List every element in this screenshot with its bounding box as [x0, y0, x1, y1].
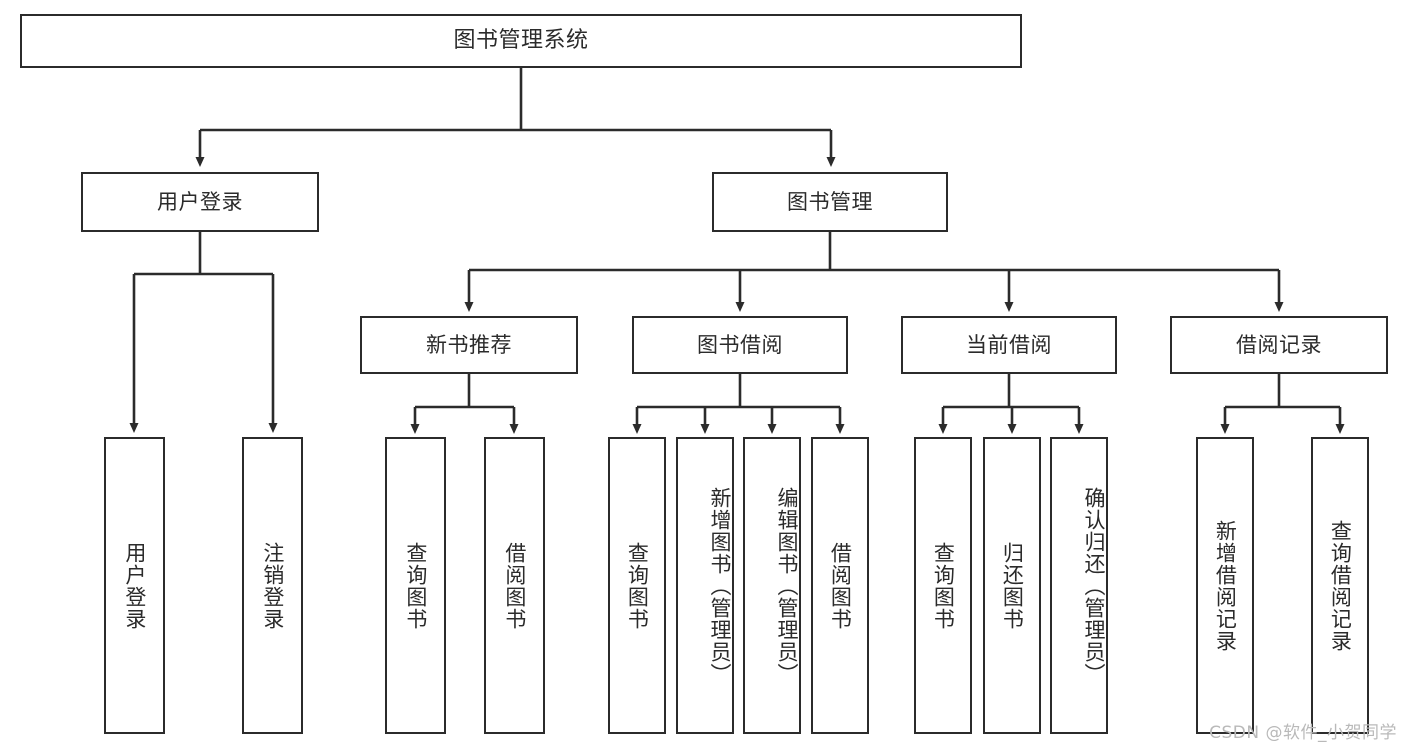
- leaf-rec-add-record[interactable]: 新增借阅记录: [1196, 437, 1254, 734]
- leaf-cur-query-book[interactable]: 查询图书: [914, 437, 972, 734]
- node-new-book-recommend[interactable]: 新书推荐: [360, 316, 578, 374]
- leaf-bor-add-book[interactable]: 新增图书（管理员）: [676, 437, 734, 734]
- node-current-borrow[interactable]: 当前借阅: [901, 316, 1117, 374]
- leaf-bor-edit-book[interactable]: 编辑图书（管理员）: [743, 437, 801, 734]
- csdn-watermark: CSDN @软件_小贺同学: [1209, 723, 1397, 743]
- node-root[interactable]: 图书管理系统: [20, 14, 1022, 68]
- leaf-rec-query-record[interactable]: 查询借阅记录: [1311, 437, 1369, 734]
- leaf-bor-borrow-book[interactable]: 借阅图书: [811, 437, 869, 734]
- node-book-manage[interactable]: 图书管理: [712, 172, 948, 232]
- leaf-cur-return-book[interactable]: 归还图书: [983, 437, 1041, 734]
- leaf-user-login[interactable]: 用户登录: [104, 437, 165, 734]
- leaf-user-logout[interactable]: 注销登录: [242, 437, 303, 734]
- node-borrow-record[interactable]: 借阅记录: [1170, 316, 1388, 374]
- leaf-rec-query-book[interactable]: 查询图书: [385, 437, 446, 734]
- leaf-rec-borrow-book[interactable]: 借阅图书: [484, 437, 545, 734]
- node-book-borrow[interactable]: 图书借阅: [632, 316, 848, 374]
- leaf-bor-query-book[interactable]: 查询图书: [608, 437, 666, 734]
- leaf-cur-confirm[interactable]: 确认归还（管理员）: [1050, 437, 1108, 734]
- node-user-login[interactable]: 用户登录: [81, 172, 319, 232]
